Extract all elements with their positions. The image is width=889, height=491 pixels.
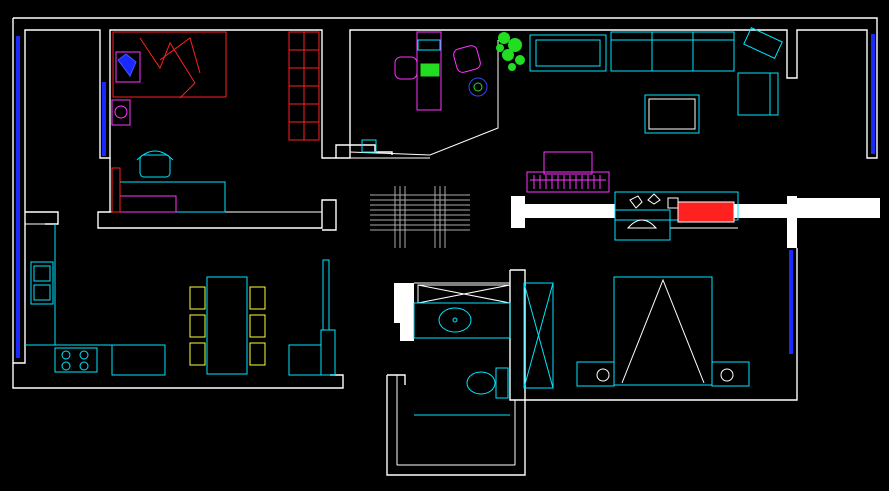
toilet xyxy=(466,371,496,395)
nightstand-left xyxy=(576,361,615,387)
nightstand-right xyxy=(711,361,750,387)
fireplace xyxy=(677,201,735,223)
kitchen-sink xyxy=(30,261,54,305)
lounge-chair xyxy=(453,45,481,73)
bed-cover xyxy=(139,37,201,99)
master-bed xyxy=(613,276,713,386)
window-master xyxy=(789,250,793,354)
corridor-walls xyxy=(511,191,880,248)
nightstand xyxy=(111,99,131,126)
bed-pillow xyxy=(115,51,141,83)
armchair-2 xyxy=(737,72,779,116)
stairwell xyxy=(370,186,470,248)
bathroom xyxy=(386,248,798,476)
wash-basin xyxy=(438,307,472,333)
study xyxy=(335,31,499,159)
desk-chair xyxy=(139,154,171,178)
master-bedroom xyxy=(523,276,750,389)
piano xyxy=(543,151,593,175)
window-east xyxy=(871,34,875,154)
armchair xyxy=(743,26,783,60)
desk xyxy=(119,181,226,213)
bedroom-north-west xyxy=(97,31,337,231)
double-bed xyxy=(112,31,227,98)
sofa xyxy=(610,31,735,72)
dining-chair xyxy=(189,286,206,310)
window-west xyxy=(16,36,20,358)
living-room xyxy=(496,26,783,193)
dining-table xyxy=(206,276,248,375)
window-bedroom xyxy=(102,82,106,156)
vanity xyxy=(413,302,511,339)
study-chair xyxy=(394,56,418,80)
side-cabinet xyxy=(614,209,671,241)
wardrobe-master xyxy=(523,282,554,389)
fridge xyxy=(288,344,322,376)
windows xyxy=(16,34,875,358)
tv-cabinet xyxy=(529,34,607,72)
media-unit xyxy=(614,191,739,221)
stove xyxy=(54,347,98,373)
coffee-table xyxy=(644,94,700,134)
kitchen-dining xyxy=(25,211,336,376)
potted-plant xyxy=(496,32,525,71)
